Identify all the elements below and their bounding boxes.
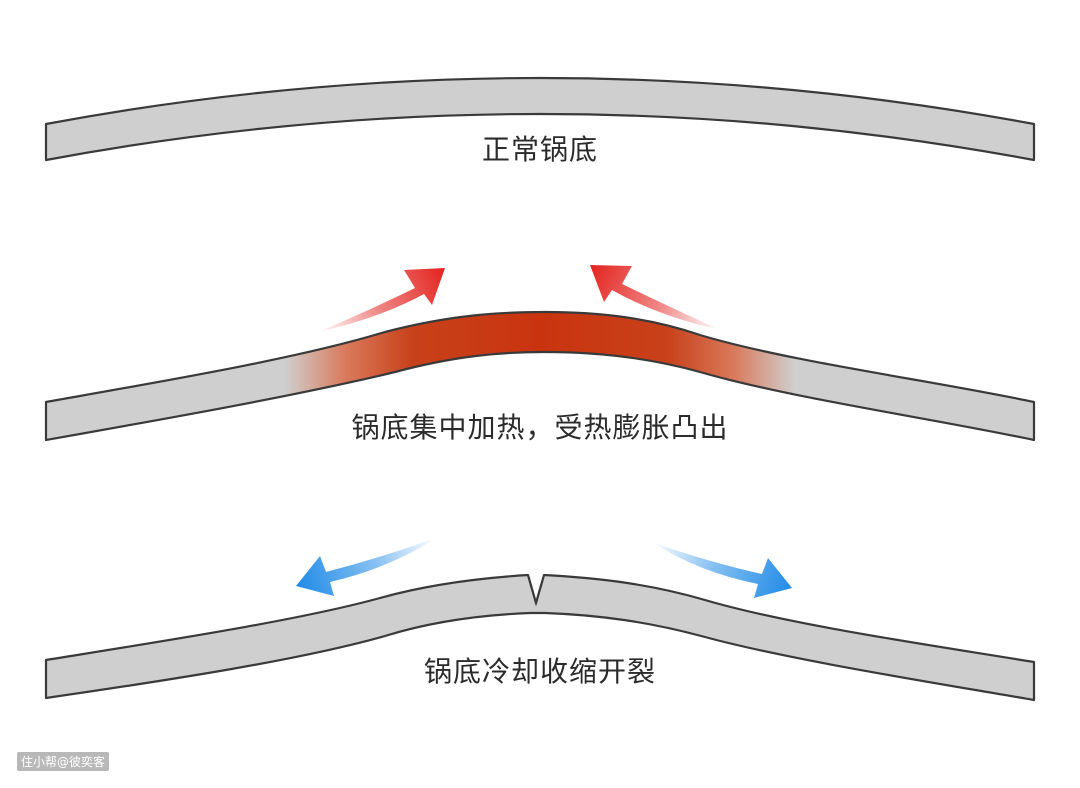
heat-arrow-icon-left: [318, 268, 445, 332]
cool-arrow-icon-right: [652, 542, 792, 598]
normal-pan-bottom: [44, 76, 1036, 162]
cool-arrow-icon-left: [296, 538, 436, 596]
crack-mark: [527, 574, 545, 607]
watermark: 住小帮@彼奕客: [17, 752, 110, 771]
heated-pan-bottom: [44, 310, 1036, 442]
heat-arrow-icon-right: [590, 265, 720, 330]
normal-pan-caption: 正常锅底: [481, 133, 598, 166]
cooled-pan-caption: 锅底冷却收缩开裂: [423, 655, 656, 688]
heated-pan-caption: 锅底集中加热，受热膨胀凸出: [351, 411, 729, 444]
cooled-pan-bottom: [44, 573, 1036, 702]
